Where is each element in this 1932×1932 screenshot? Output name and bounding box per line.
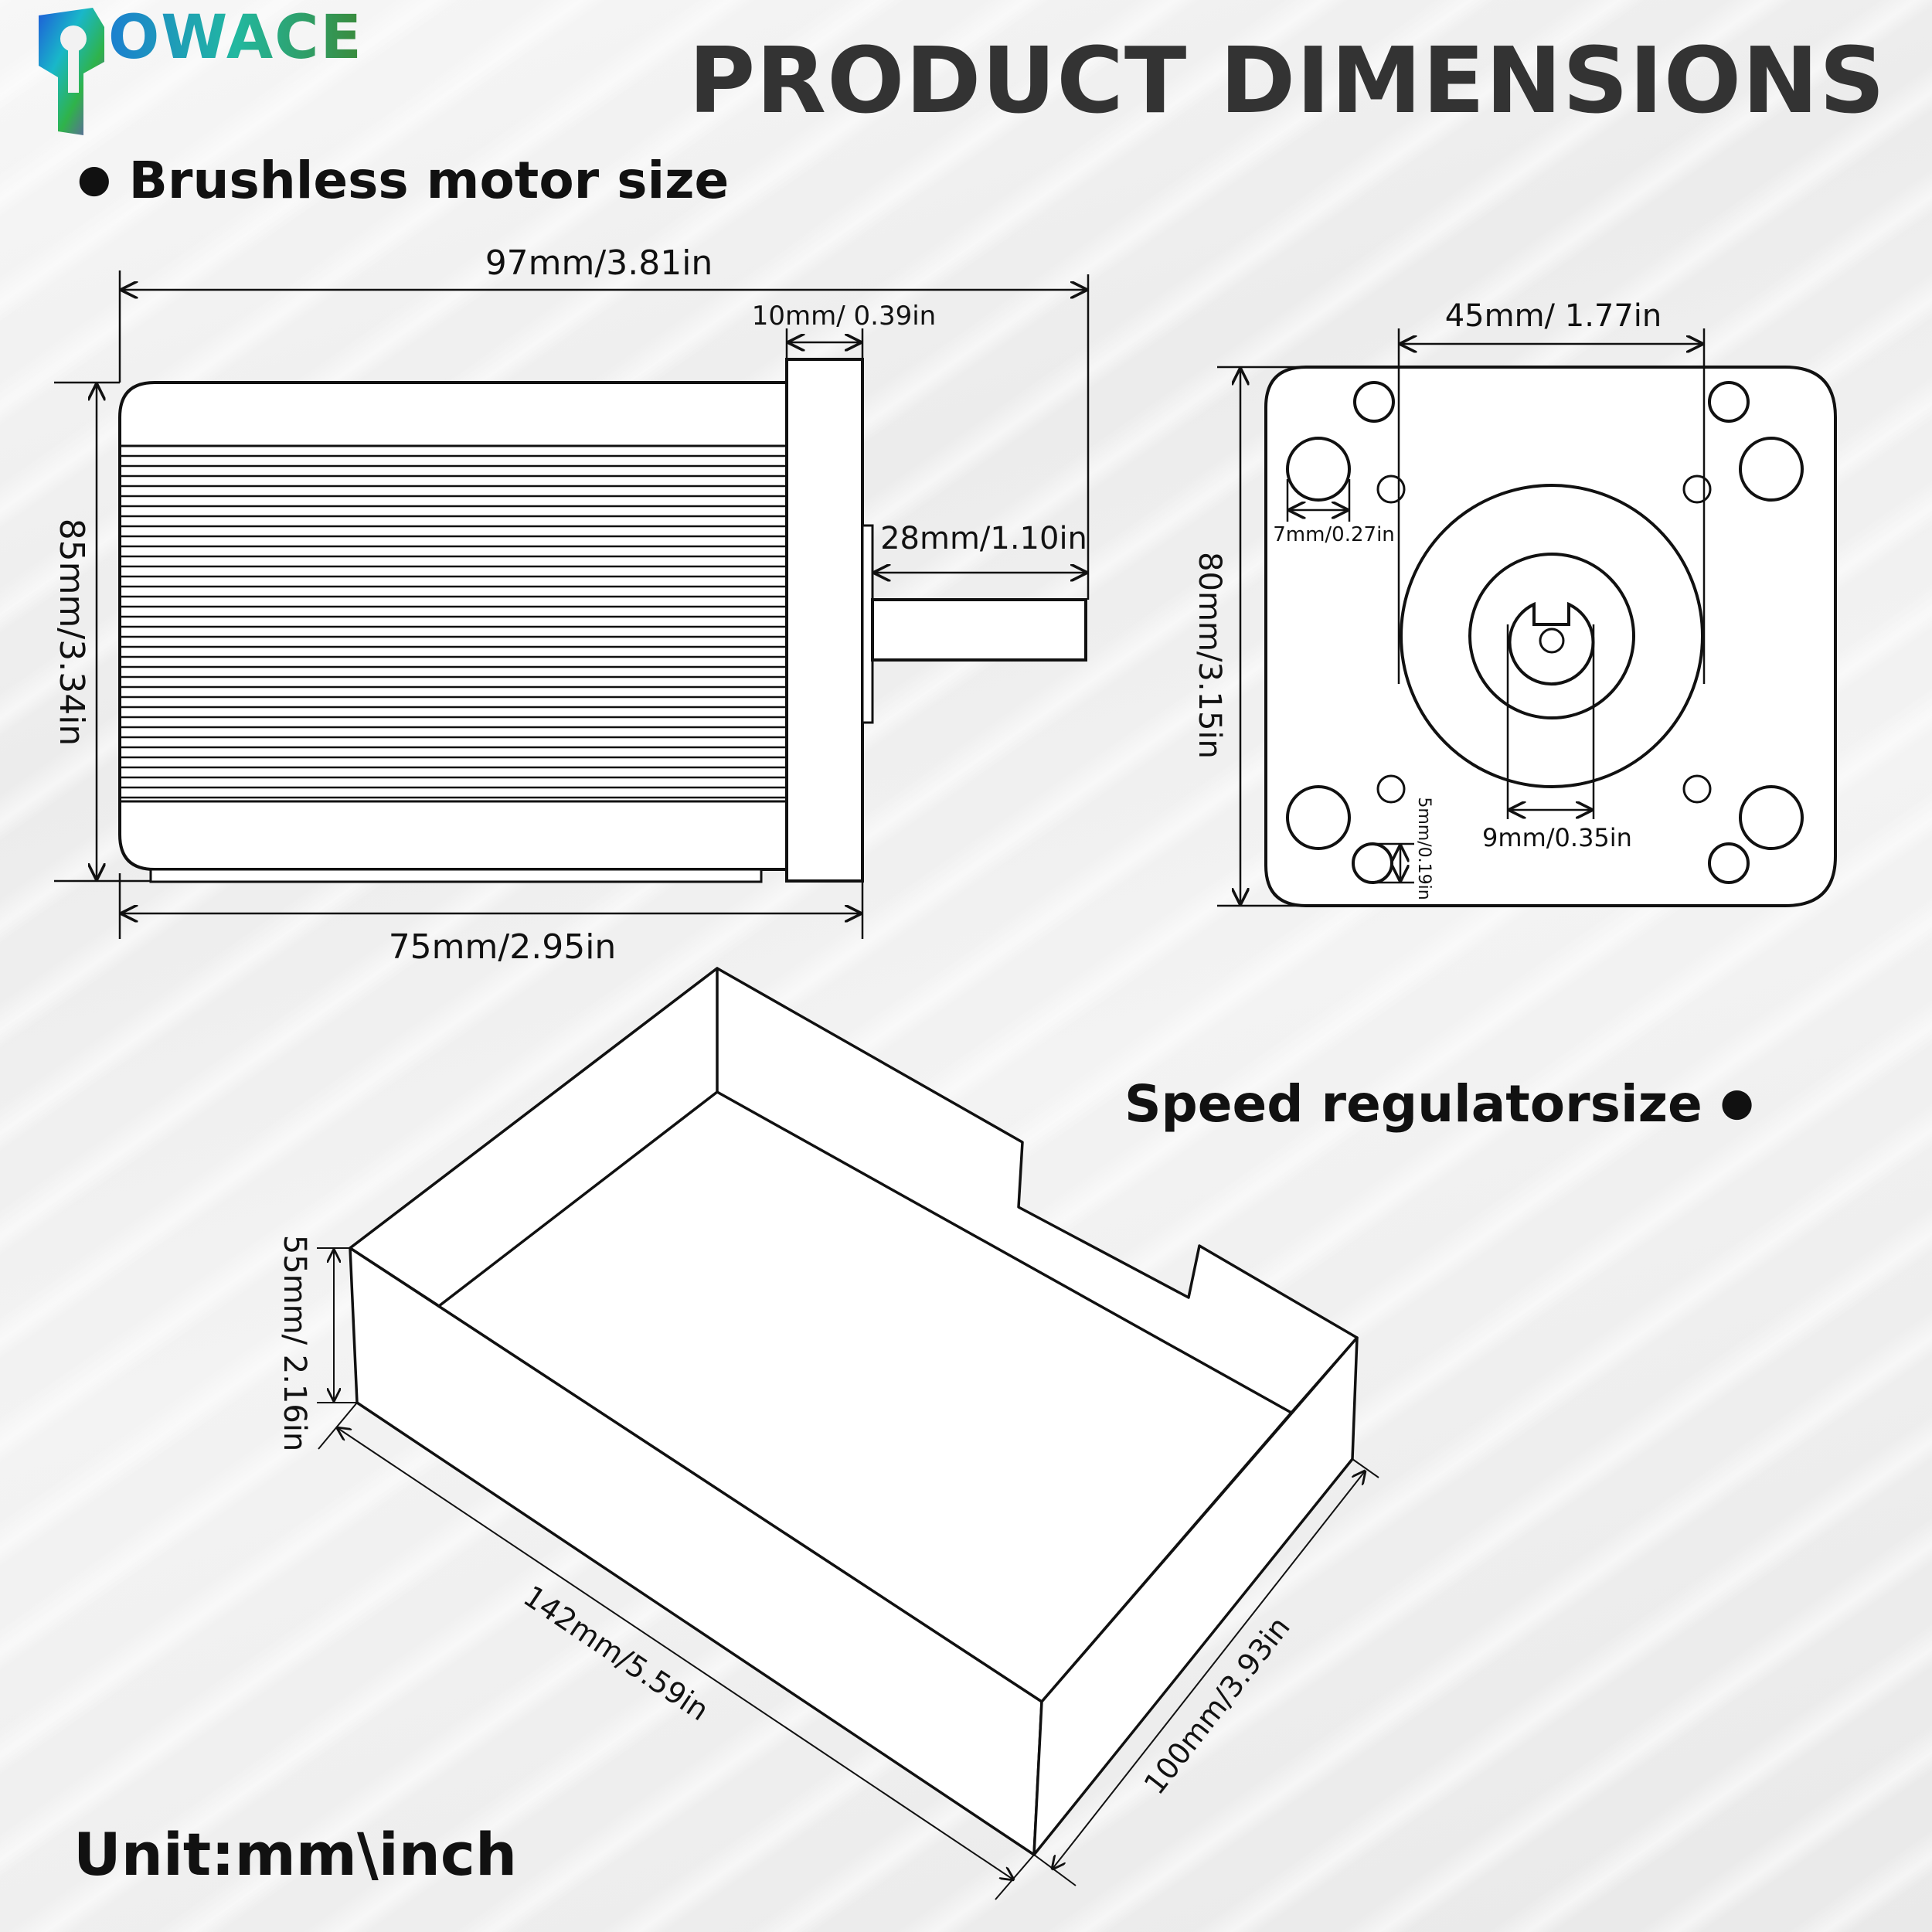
dim-front-height: 80mm/3.15in xyxy=(1192,552,1227,759)
dim-hole-spacing: 45mm/ 1.77in xyxy=(1445,298,1662,334)
small-hole xyxy=(1682,774,1712,804)
section-label-motor: Brushless motor size xyxy=(128,151,730,210)
unit-label: Unit:mm\inch xyxy=(73,1820,518,1889)
regulator-dimensions xyxy=(317,1247,1379,1900)
bullet-icon: ● xyxy=(1719,1080,1754,1124)
motor-side-dimensions xyxy=(54,270,1090,939)
motor-base-plate xyxy=(149,868,763,883)
motor-side-view xyxy=(118,358,1087,883)
motor-side-labels: 97mm/3.81in 10mm/ 0.39in 28mm/1.10in 85m… xyxy=(52,243,1087,967)
motor-shaft xyxy=(871,598,1087,662)
mount-hole-large xyxy=(1739,785,1804,850)
motor-front-dimensions xyxy=(1217,328,1706,907)
section-title-regulator: Speed regulatorsize ● xyxy=(1124,1074,1753,1134)
dim-overall-length: 97mm/3.81in xyxy=(485,243,713,283)
mount-hole xyxy=(1352,842,1393,884)
logo-text: OWACE xyxy=(108,4,363,73)
brand-logo: OWACE xyxy=(39,4,363,135)
small-hole xyxy=(1376,474,1406,504)
key-icon xyxy=(39,8,104,135)
dim-shaft-diameter: 9mm/0.35in xyxy=(1482,823,1632,852)
page-title: PRODUCT DIMENSIONS xyxy=(688,27,1886,134)
mount-hole xyxy=(1708,381,1750,423)
section-label-regulator: Speed regulatorsize xyxy=(1124,1074,1702,1134)
dim-regulator-height: 55mm/ 2.16in xyxy=(277,1235,312,1452)
small-hole xyxy=(1376,774,1406,804)
dim-motor-height: 85mm/3.34in xyxy=(52,519,91,747)
dim-small-hole: 5mm/0.19in xyxy=(1414,797,1434,900)
dim-flange-thickness: 10mm/ 0.39in xyxy=(752,301,936,332)
small-hole xyxy=(1682,474,1712,504)
bullet-icon: ● xyxy=(77,156,111,201)
dim-shaft-length: 28mm/1.10in xyxy=(880,521,1087,556)
motor-front-labels: 45mm/ 1.77in 80mm/3.15in 7mm/0.27in 5mm/… xyxy=(1192,298,1662,900)
section-title-motor: ● Brushless motor size xyxy=(77,151,729,210)
mount-hole-large xyxy=(1286,785,1351,850)
motor-flange xyxy=(785,358,864,883)
mount-hole-large xyxy=(1739,437,1804,502)
mount-hole xyxy=(1708,842,1750,884)
motor-fins xyxy=(120,454,787,799)
dim-hole-diameter: 7mm/0.27in xyxy=(1273,523,1395,546)
mount-hole-large xyxy=(1286,437,1351,502)
mount-hole xyxy=(1353,381,1395,423)
dim-body-length: 75mm/2.95in xyxy=(389,927,617,967)
